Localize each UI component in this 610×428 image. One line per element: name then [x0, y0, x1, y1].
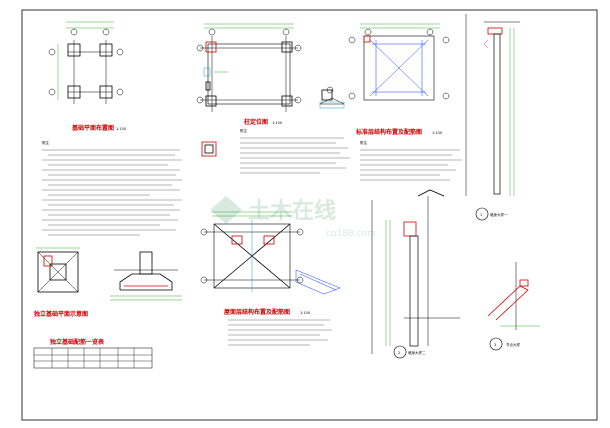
node-detail-3-label: 节点大样 — [506, 342, 520, 347]
watermark: 土木在线 co188.com — [210, 196, 376, 239]
wall-detail-2-number: 2 — [398, 351, 400, 355]
column-plan-scale: 1:100 — [272, 121, 282, 125]
foundation-plan-scale: 1:100 — [116, 127, 126, 131]
roof-plan-scale: 1:100 — [300, 311, 310, 315]
watermark-url: co188.com — [326, 229, 376, 239]
independent-foundation-title: 独立基础平面示意图 — [33, 310, 88, 318]
standard-floor-plan: 标准层结构布置及配筋图 1:100 — [348, 23, 450, 136]
wall-detail-2-label: 墙身大样二 — [408, 350, 426, 355]
standard-floor-plan-scale: 1:100 — [432, 131, 442, 135]
column-plan-title: 柱定位图 — [244, 118, 268, 126]
node-detail-3: 3 节点大样 — [487, 262, 540, 351]
notes-block-middle: 附注 — [240, 128, 350, 174]
independent-foundation-detail: 独立基础平面示意图 — [33, 247, 88, 318]
notes-block-right: 附注 — [360, 140, 462, 181]
watermark-logo-text: 土木在线 — [248, 198, 336, 224]
sheet-border — [21, 9, 598, 421]
notes-heading-right: 附注 — [360, 140, 368, 145]
foundation-table: 独立基础配筋一览表 — [33, 338, 153, 369]
wall-detail-2: 2 墙身大样二 — [371, 189, 460, 359]
column-plan: 柱定位图 1:100 — [196, 23, 302, 126]
notes-block-left: 附注 — [42, 140, 182, 236]
notes-heading-middle: 附注 — [240, 128, 247, 133]
wall-detail-1: 1 墙身大样一 — [465, 14, 520, 221]
watermark-logo-icon — [210, 196, 242, 224]
column-details — [201, 67, 345, 157]
roof-plan: 屋面层结构布置及配筋图 1:100 — [200, 211, 341, 346]
foundation-table-title: 独立基础配筋一览表 — [49, 338, 105, 346]
foundation-plan-title: 基础平面布置图 — [71, 124, 114, 132]
node-detail-3-number: 3 — [494, 343, 496, 347]
foundation-section — [110, 251, 182, 301]
standard-floor-plan-title: 标准层结构布置及配筋图 — [355, 128, 422, 136]
wall-detail-1-label: 墙身大样一 — [490, 212, 508, 217]
roof-plan-title: 屋面层结构布置及配筋图 — [224, 308, 290, 316]
wall-detail-1-number: 1 — [480, 213, 482, 217]
foundation-plan: 基础平面布置图 1:100 — [48, 21, 126, 132]
notes-heading-left: 附注 — [42, 140, 49, 145]
